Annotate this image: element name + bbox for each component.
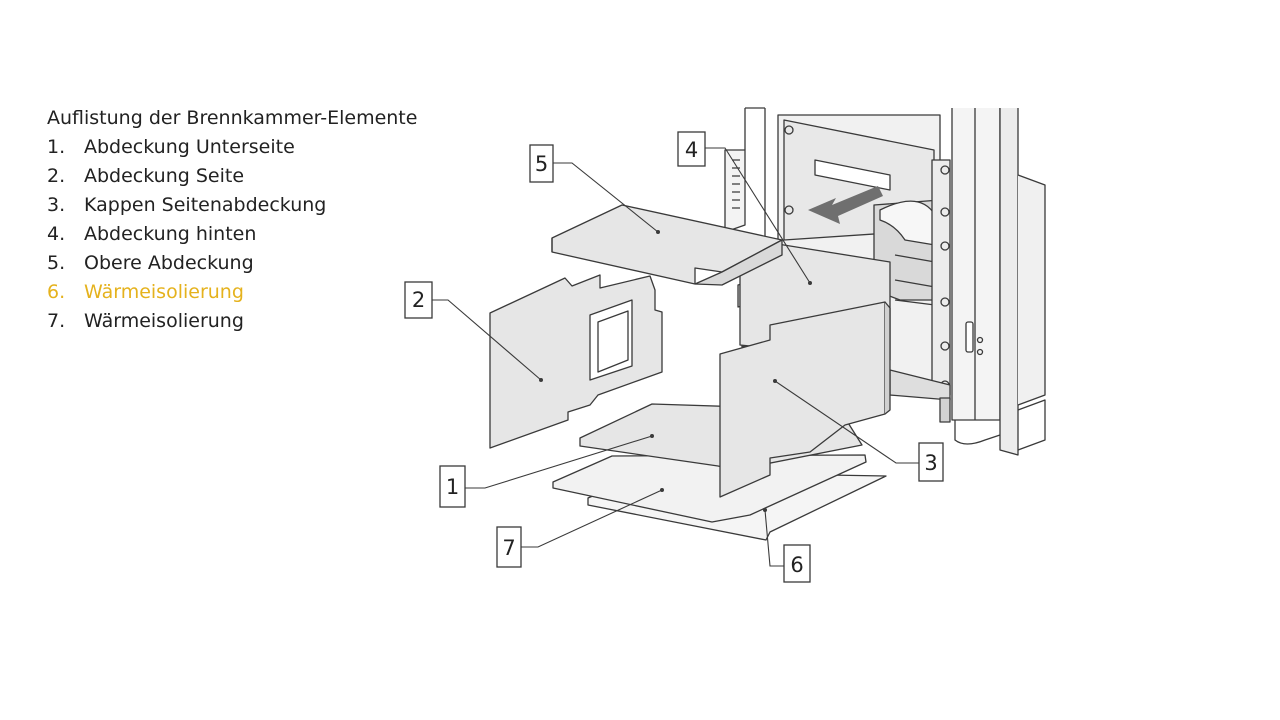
callout-label: 4 bbox=[685, 138, 698, 162]
callout-3: 3 bbox=[918, 442, 944, 482]
callout-6: 6 bbox=[783, 544, 811, 583]
legend-item-5: 5. Obere Abdeckung bbox=[47, 249, 417, 278]
leader-lines bbox=[431, 147, 919, 567]
legend-item-number: 3. bbox=[47, 194, 66, 216]
legend-item-label: Abdeckung Seite bbox=[84, 165, 245, 187]
legend-item-number: 2. bbox=[47, 165, 66, 187]
callout-label: 1 bbox=[446, 475, 459, 499]
legend-item-label: Abdeckung hinten bbox=[84, 223, 257, 245]
legend-item-1: 1. Abdeckung Unterseite bbox=[47, 133, 417, 162]
callout-1: 1 bbox=[439, 465, 466, 508]
callout-7: 7 bbox=[496, 526, 522, 568]
legend-item-label: Wärmeisolierung bbox=[84, 281, 244, 303]
legend-item-number: 1. bbox=[47, 136, 66, 158]
legend-item-number: 6. bbox=[47, 281, 66, 303]
legend-title: Auflistung der Brennkammer-Elemente bbox=[47, 107, 418, 129]
part-5-top-cover bbox=[551, 204, 783, 285]
callout-5: 5 bbox=[529, 144, 554, 183]
arrow-icon bbox=[808, 186, 883, 224]
legend-item-3: 3. Kappen Seitenabdeckung bbox=[47, 191, 417, 220]
leader-dots bbox=[539, 230, 812, 512]
callout-label: 7 bbox=[502, 536, 515, 560]
callout-label: 5 bbox=[535, 152, 548, 176]
legend-item-label: Obere Abdeckung bbox=[84, 252, 254, 274]
legend-item-number: 7. bbox=[47, 310, 66, 332]
legend-item-4: 4. Abdeckung hinten bbox=[47, 220, 417, 249]
legend-list: 1. Abdeckung Unterseite 2. Abdeckung Seite… bbox=[47, 133, 417, 336]
legend-item-label: Abdeckung Unterseite bbox=[84, 136, 295, 158]
parts-legend: Auflistung der Brennkammer-Elemente 1. Ab… bbox=[47, 104, 417, 336]
callout-4: 4 bbox=[677, 131, 706, 167]
callout-label: 3 bbox=[924, 451, 937, 475]
legend-item-number: 5. bbox=[47, 252, 66, 274]
callout-label: 6 bbox=[790, 553, 803, 577]
callout-2: 2 bbox=[404, 281, 433, 319]
callout-label: 2 bbox=[412, 288, 425, 312]
legend-item-2: 2. Abdeckung Seite bbox=[47, 162, 417, 191]
legend-item-label: Kappen Seitenabdeckung bbox=[84, 194, 327, 216]
legend-item-6: 6. Wärmeisolierung bbox=[47, 278, 417, 307]
legend-item-label: Wärmeisolierung bbox=[84, 310, 244, 332]
legend-item-7: 7. Wärmeisolierung bbox=[47, 307, 417, 336]
legend-item-number: 4. bbox=[47, 223, 66, 245]
